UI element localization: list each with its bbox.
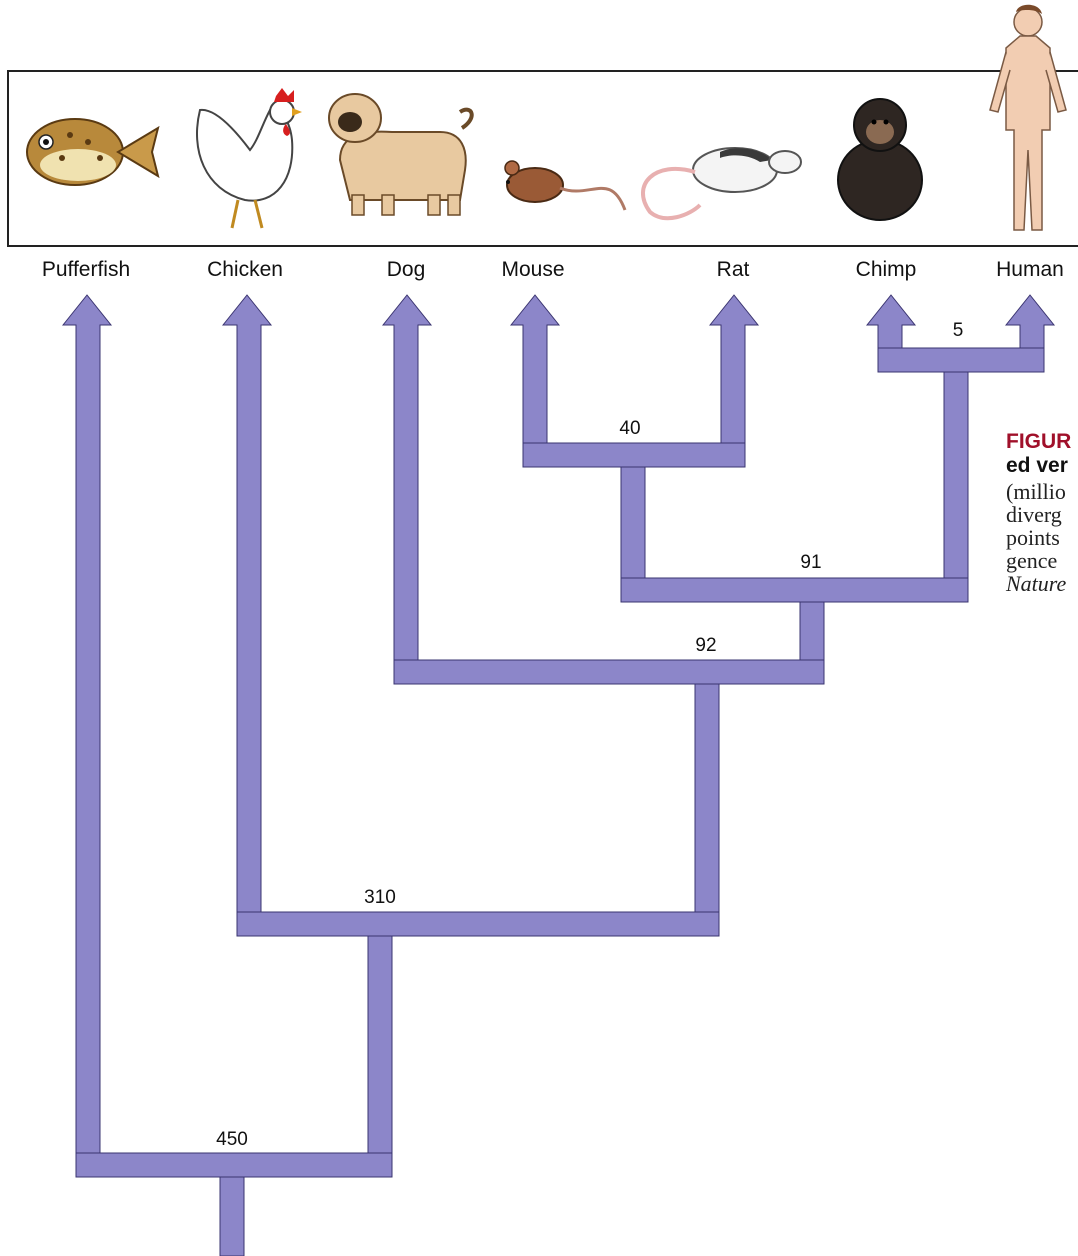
caption-title: FIGUR (1006, 430, 1071, 453)
species-label-rat: Rat (717, 258, 750, 281)
divergence-label-chicken: 310 (364, 887, 396, 908)
divergence-label-rodent-primate: 91 (800, 552, 821, 573)
pufferfish-branch (63, 295, 111, 1153)
dog-junction (394, 660, 824, 684)
mammal-stem (695, 684, 719, 936)
caption-line-5: points (1006, 526, 1060, 549)
species-label-dog: Dog (387, 258, 426, 281)
species-label-mouse: Mouse (501, 258, 564, 281)
species-label-human: Human (996, 258, 1064, 281)
rat-branch (710, 295, 758, 443)
divergence-label-pufferfish: 450 (216, 1129, 248, 1150)
caption-line-3: (millio (1006, 480, 1066, 503)
mouse-rat-junction (523, 443, 745, 467)
chicken-junction (237, 912, 719, 936)
caption-line-6: gence (1006, 549, 1057, 572)
root-stem (220, 1177, 244, 1256)
primate-stem (944, 372, 968, 602)
caption-subtitle: ed ver (1006, 454, 1068, 477)
species-label-pufferfish: Pufferfish (42, 258, 130, 281)
caption-line-7: Nature (1006, 572, 1066, 595)
rodent-primate-junction (621, 578, 968, 602)
chimp-branch (867, 295, 915, 348)
divergence-label-dog: 92 (695, 635, 716, 656)
tree-branches (63, 295, 1054, 1256)
amniote-stem (368, 936, 392, 1177)
caption-line-4: diverg (1006, 503, 1062, 526)
chicken-branch (223, 295, 271, 912)
species-label-chimp: Chimp (856, 258, 917, 281)
divergence-label-mouse-rat: 40 (619, 418, 640, 439)
divergence-label-human-chimp: 5 (953, 320, 964, 341)
pufferfish-junction (76, 1153, 392, 1177)
dog-branch (383, 295, 431, 660)
human-chimp-junction (878, 348, 1044, 372)
species-image-panel (8, 71, 1078, 246)
species-label-chicken: Chicken (207, 258, 283, 281)
mouse-branch (511, 295, 559, 443)
